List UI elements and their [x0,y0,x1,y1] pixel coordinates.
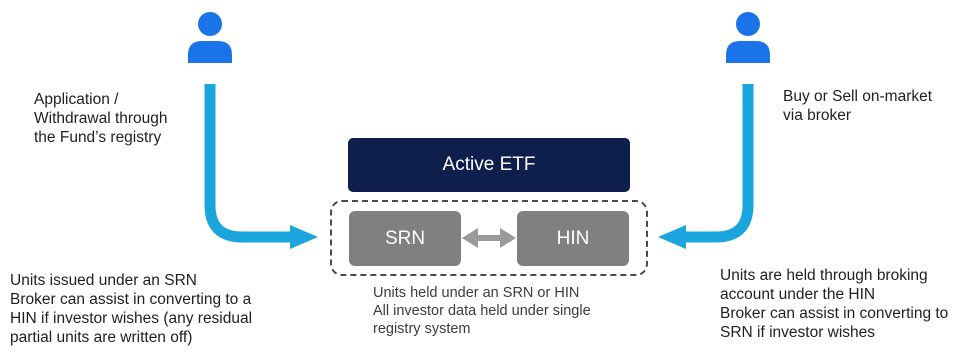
text-line: registry system [373,321,471,337]
text-line: HIN if investor wishes (any residual [10,310,253,327]
srn-box: SRN [349,211,461,266]
text-line: partial units are written off) [10,329,193,346]
active-etf-label: Active ETF [442,154,536,175]
text-line: account under the HIN [720,286,876,303]
active-etf-box: Active ETF [348,138,630,192]
center-description: Units held under an SRN or HIN All inves… [373,284,591,338]
bottom-left-description: Units issued under an SRN Broker can ass… [10,271,252,347]
left-flow-arrow [204,84,292,243]
text-line: Broker can assist in converting to a [10,291,252,308]
text-line: Withdrawal through [34,110,168,127]
double-arrow-left-head [462,228,478,248]
text-line: via broker [783,107,852,124]
right-description: Buy or Sell on-market via broker [783,87,932,125]
text-line: Units are held through broking [720,267,928,284]
text-line: Broker can assist in converting to [720,305,949,322]
double-arrow-right-head [500,228,516,248]
person-icon [188,12,232,63]
right-arrowhead [658,225,686,249]
bottom-right-description: Units are held through broking account u… [720,266,948,342]
left-description: Application / Withdrawal through the Fun… [34,90,168,147]
text-line: Application / [34,91,119,108]
text-line: the Fund’s registry [34,129,162,146]
person-icon [726,12,770,63]
text-line: All investor data held under single [373,303,591,319]
left-arrowhead [290,225,318,249]
hin-label: HIN [556,227,590,249]
hin-box: HIN [517,211,629,266]
srn-label: SRN [384,227,426,249]
text-line: Units issued under an SRN [10,272,197,289]
registry-dashed-container [330,200,648,276]
right-flow-arrow [684,84,754,243]
text-line: Units held under an SRN or HIN [373,285,580,301]
text-line: SRN if investor wishes [720,324,876,341]
text-line: Buy or Sell on-market [783,88,933,105]
